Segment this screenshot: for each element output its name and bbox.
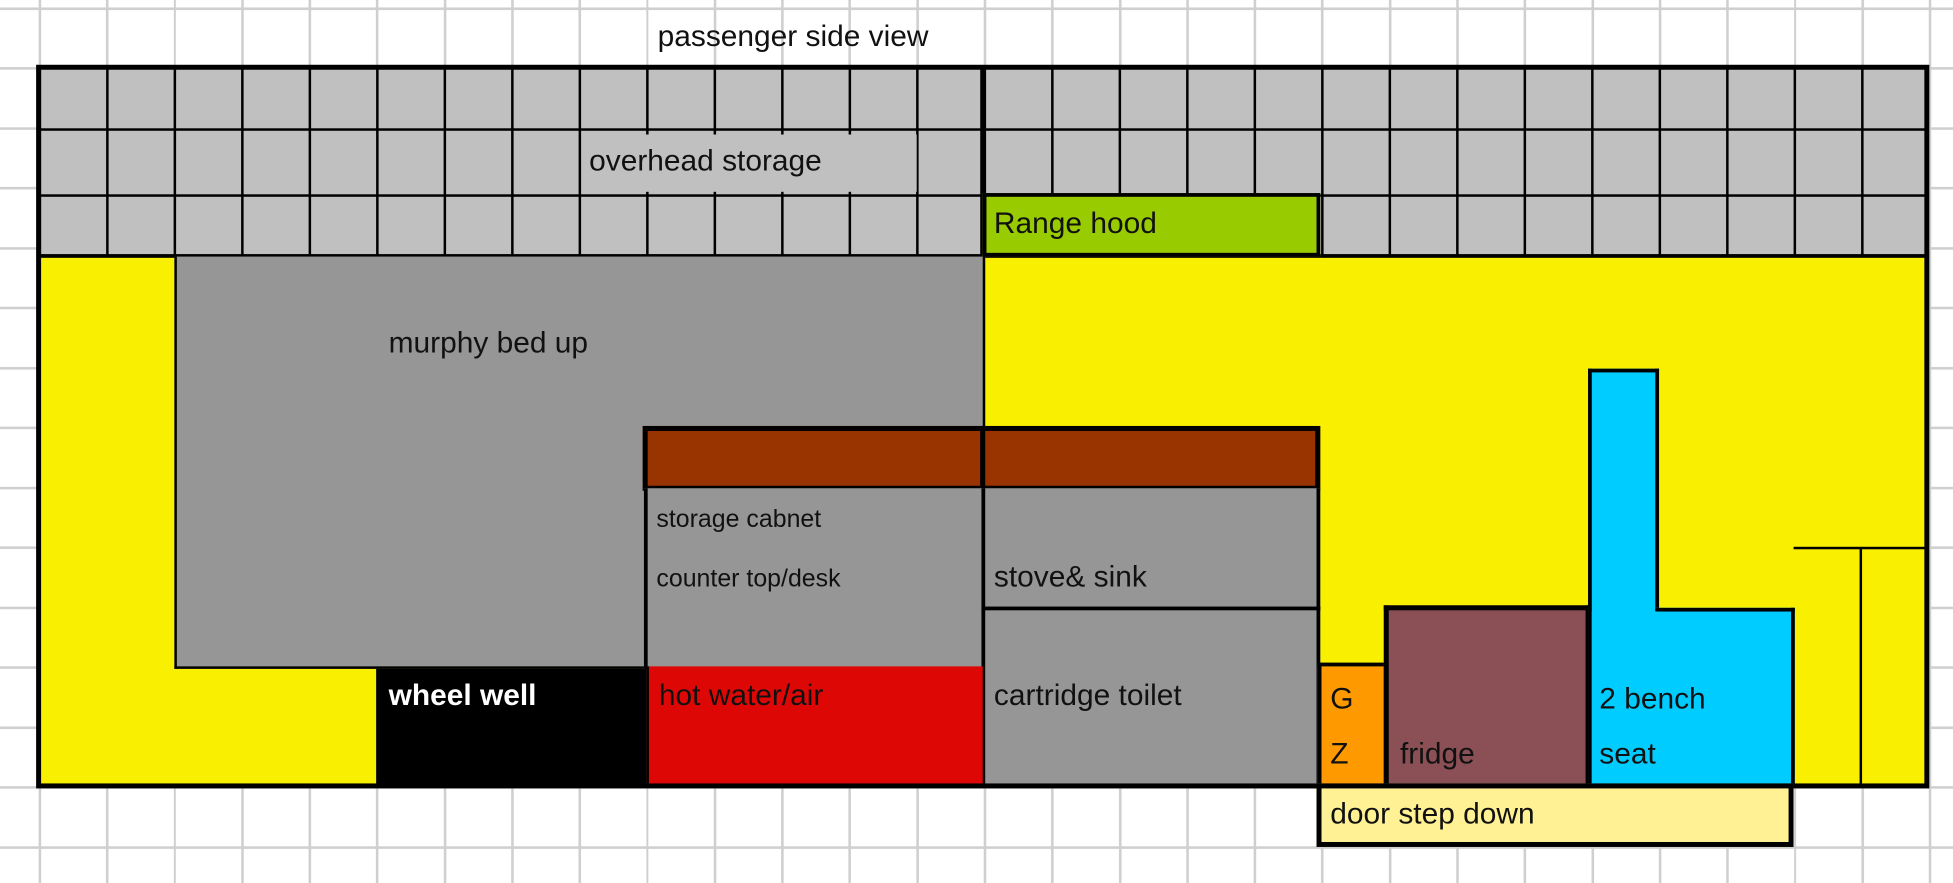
counter-top-label: counter top/desk	[656, 565, 841, 593]
bench-seat-label-1: 2 bench	[1599, 682, 1706, 717]
bench-seat-label-2: seat	[1599, 737, 1656, 771]
gz-label-bottom: Z	[1330, 737, 1349, 771]
door-step-down	[1316, 783, 1794, 847]
storage-cabinet	[643, 488, 986, 669]
cartridge-toilet-label: cartridge toilet	[993, 678, 1182, 713]
counter-top-right	[980, 425, 1321, 491]
murphy-bed-label: murphy bed up	[388, 326, 589, 360]
van-outline	[36, 64, 1930, 789]
range-hood-label: Range hood	[993, 206, 1157, 241]
bench-seat	[1655, 607, 1795, 786]
door-line	[1859, 548, 1863, 786]
wheel-well	[376, 668, 647, 786]
overhead-storage-label: overhead storage	[589, 144, 822, 179]
stove-sink-label: stove& sink	[993, 560, 1147, 595]
bench-seat-edge	[1655, 368, 1660, 612]
storage-cabinet-label: storage cabnet	[656, 505, 822, 534]
door-step-label: door step down	[1330, 797, 1535, 831]
range-hood	[982, 193, 1321, 257]
hot-water-label: hot water/air	[658, 678, 824, 713]
counter-top-left	[642, 425, 986, 491]
hot-water-air	[646, 666, 983, 786]
bench-seat-fill	[1591, 611, 1660, 786]
stove-sink	[981, 488, 1321, 611]
overhead-center-divider	[980, 68, 986, 257]
gz-label-top: G	[1330, 682, 1354, 717]
fridge	[1383, 605, 1591, 786]
gz-unit	[1317, 662, 1388, 786]
cartridge-toilet	[981, 606, 1321, 786]
overhead-label-bg	[582, 134, 917, 192]
murphy-bed-edge	[982, 256, 986, 431]
wheel-well-label: wheel well	[388, 678, 537, 713]
diagram-title: passenger side view	[657, 19, 929, 54]
fridge-label: fridge	[1399, 737, 1475, 771]
